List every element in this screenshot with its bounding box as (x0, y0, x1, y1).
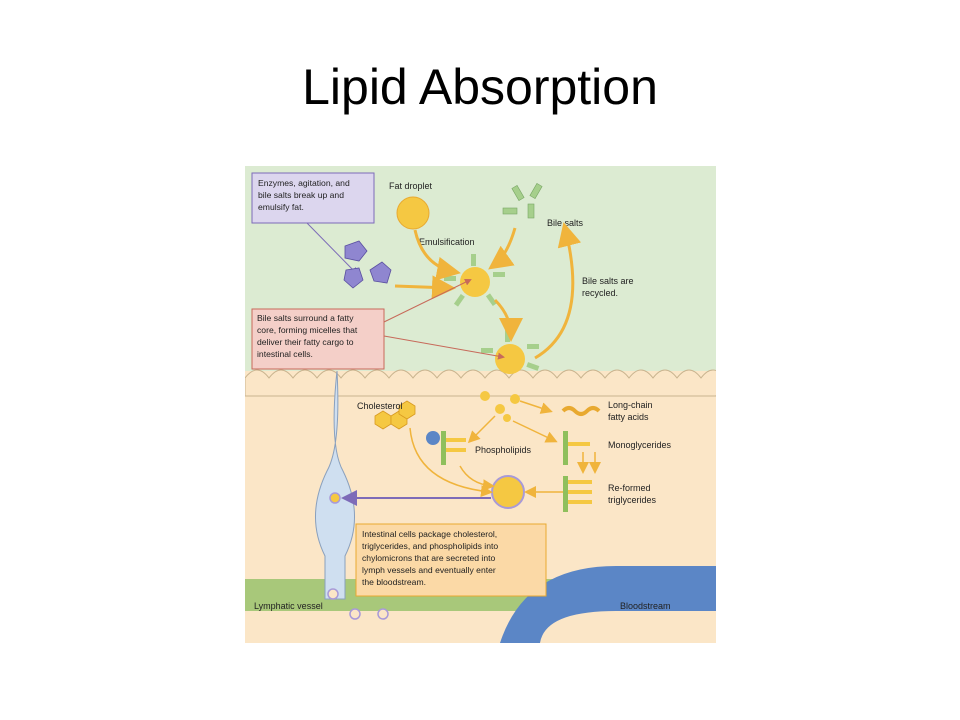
phospholipid-structure (441, 431, 466, 465)
chylomicron-in-lymph (329, 492, 341, 504)
reformed-label-1: Re-formed (608, 483, 651, 493)
phospholipid-head (426, 431, 440, 445)
monoglycerides-label: Monoglycerides (608, 440, 672, 450)
enzymes-note-line-3: emulsify fat. (258, 202, 304, 212)
micelles-note-line-1: Bile salts surround a fatty (257, 313, 354, 323)
chylomicron-note-box (355, 523, 547, 597)
fat-droplet-label: Fat droplet (389, 181, 433, 191)
arrow-to-long-chain (519, 400, 553, 414)
chylomicron-note-line-1: Intestinal cells package cholesterol, (362, 529, 497, 539)
chylomicron (491, 475, 525, 509)
arrow-fat-to-micelle (413, 229, 461, 281)
emulsification-label: Emulsification (419, 237, 475, 247)
arrow-phos-to-chylomicron (459, 465, 495, 492)
recycled-label-2: recycled. (582, 288, 618, 298)
arrow-to-monoglycerides (512, 420, 558, 443)
slide-title: Lipid Absorption (302, 59, 658, 115)
blood-vessel (500, 566, 716, 643)
long-chain-label-1: Long-chain (608, 400, 653, 410)
chylomicron-note-line-5: the bloodstream. (362, 577, 426, 587)
arrow-enzymes-to-micelle (394, 275, 456, 300)
chylomicron-note-line-2: triglycerides, and phospholipids into (362, 541, 498, 551)
enzymes-pointer (306, 222, 359, 276)
micelles-note-line-2: core, forming micelles that (257, 325, 358, 335)
micelle-upper (444, 254, 505, 307)
arrow-bile-to-micelle (488, 227, 517, 270)
fatty-acid-chain-1 (561, 406, 601, 416)
reformed-label-2: triglycerides (608, 495, 657, 505)
svg-text:Enzymes, agitation, and: Enzymes, agitation, and (258, 178, 350, 188)
cholesterol-label: Cholesterol (357, 401, 403, 411)
svg-text:bile salts break up and: bile salts break up and (258, 190, 344, 200)
micelle-lower (481, 330, 540, 374)
enzyme-shapes (343, 240, 392, 289)
arrow-to-phospholipids (467, 415, 496, 444)
micelles-note-line-3: deliver their fatty cargo to (257, 337, 354, 347)
enzymes-note-line-1: Enzymes, agitation, and (258, 178, 350, 188)
absorbed-lipid-dots (480, 391, 520, 422)
recycled-label-1: Bile salts are (582, 276, 634, 286)
arrow-chol-to-chylomicron (409, 427, 493, 498)
chylomicron-note-line-3: chylomicrons that are secreted into (362, 553, 495, 563)
enzymes-note-box (251, 172, 375, 224)
bile-salts-label: Bile salts (547, 218, 584, 228)
micelles-note-box (251, 308, 385, 370)
triglyceride-structure (563, 476, 592, 512)
cholesterol-structure (374, 400, 416, 430)
chylomicron-note-line-4: lymph vessels and eventually enter (362, 565, 496, 575)
micelles-note-line-4: intestinal cells. (257, 349, 313, 359)
micelles-pointer-upper (383, 279, 472, 323)
lipid-absorption-diagram: Enzymes, agitation, and bile salts break… (245, 166, 716, 643)
lymphatic-vessel-label: Lymphatic vessel (254, 601, 323, 611)
monoglyceride-structure (563, 431, 590, 465)
bile-salt-pieces (502, 183, 543, 219)
lymph-chylomicrons (327, 588, 389, 620)
microvilli-border (245, 369, 716, 397)
svg-text:emulsify fat.: emulsify fat. (258, 202, 304, 212)
long-chain-label-2: fatty acids (608, 412, 649, 422)
phospholipids-label: Phospholipids (475, 445, 532, 455)
fat-droplet (396, 196, 430, 230)
arrow-recycle (534, 222, 582, 360)
bloodstream-label: Bloodstream (620, 601, 671, 611)
micelles-pointer-lower (383, 335, 505, 360)
enzymes-note-line-2: bile salts break up and (258, 190, 344, 200)
arrow-micelle-down (493, 298, 523, 342)
lower-tissue (245, 611, 716, 643)
